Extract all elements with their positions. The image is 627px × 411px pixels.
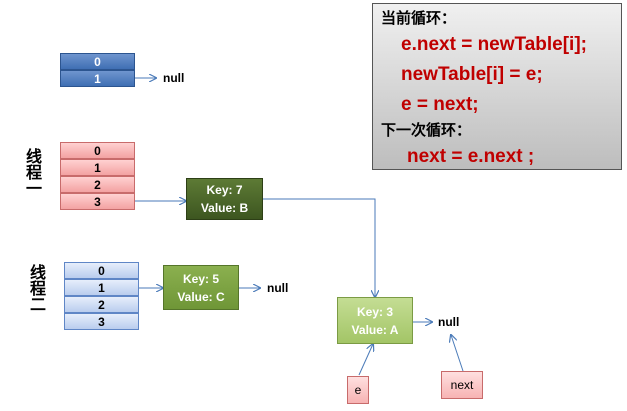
current-loop-heading: 当前循环： (381, 10, 457, 27)
arrow-e-to-key3 (358, 344, 373, 376)
shared-node-key3: Key: 3 Value: A (337, 297, 413, 344)
top-array-cell-0: 0 (60, 53, 135, 70)
thread1-node-key: Key: 7 (206, 183, 243, 197)
code-box: 当前循环： e.next = newTable[i]; newTable[i] … (372, 3, 622, 170)
current-loop-line-1: e.next = newTable[i]; (401, 34, 587, 55)
thread1-cell-1: 1 (60, 159, 135, 176)
thread1-node-key7: Key: 7 Value: B (186, 178, 263, 220)
arrow-key7-to-key3 (263, 198, 375, 297)
thread1-cell-0: 0 (60, 142, 135, 159)
next-loop-line-1: next = e.next ; (407, 146, 535, 167)
shared-node-value: Value: A (351, 322, 399, 337)
shared-null-label: null (438, 315, 460, 329)
thread1-node-value: Value: B (200, 201, 249, 215)
pointer-e: e (347, 376, 369, 404)
shared-node-key: Key: 3 (356, 304, 394, 319)
thread2-cell-3: 3 (64, 313, 139, 330)
thread1-cell-2: 2 (60, 176, 135, 193)
current-loop-line-2: newTable[i] = e; (401, 64, 543, 85)
thread2-node-key: Key: 5 (182, 271, 220, 286)
thread2-node-value: Value: C (177, 289, 225, 304)
thread2-cell-1: 1 (64, 279, 139, 296)
next-loop-heading: 下一次循环： (381, 122, 472, 139)
pointer-next: next (441, 371, 483, 399)
top-null-label: null (163, 71, 185, 85)
thread2-null-label: null (267, 281, 289, 295)
thread2-cell-2: 2 (64, 296, 139, 313)
thread1-label: 线程一 (23, 148, 42, 196)
current-loop-line-3: e = next; (401, 94, 479, 115)
thread1-cell-3: 3 (60, 193, 135, 210)
thread2-cell-0: 0 (64, 262, 139, 279)
thread2-node-key5: Key: 5 Value: C (163, 265, 239, 310)
arrow-next-to-null (451, 335, 464, 372)
thread2-label: 线程二 (27, 264, 46, 312)
top-array-cell-1: 1 (60, 70, 135, 87)
